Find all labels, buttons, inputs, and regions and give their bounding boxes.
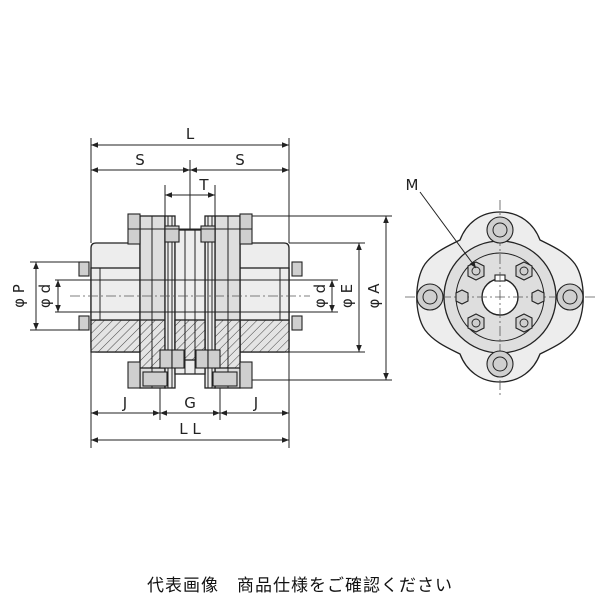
bottom-bolts — [127, 349, 253, 389]
right-hub — [239, 242, 303, 353]
label-M: M — [406, 176, 419, 194]
dim-phi-P: φ P — [10, 284, 28, 308]
left-hub — [78, 242, 141, 353]
dim-L: L — [186, 125, 195, 143]
front-view: M — [405, 176, 595, 395]
dim-LL: L L — [179, 420, 201, 438]
dim-G: G — [184, 394, 196, 412]
dim-S-left: S — [135, 151, 145, 169]
dimensions: L S S T J G J L L φ P φ d — [10, 125, 392, 448]
dim-T: T — [198, 176, 209, 194]
dim-phi-d-right: φ d — [311, 284, 329, 308]
ear-bolts — [416, 216, 584, 378]
dim-phi-d-left: φ d — [36, 284, 54, 308]
dim-phi-A: φ A — [365, 283, 383, 309]
caption: 代表画像 商品仕様をご確認ください — [147, 576, 453, 596]
side-view — [70, 213, 310, 389]
dim-J-left: J — [122, 394, 127, 412]
dim-S-right: S — [235, 151, 245, 169]
dim-J-right: J — [253, 394, 258, 412]
dim-phi-E: φ E — [338, 284, 356, 308]
